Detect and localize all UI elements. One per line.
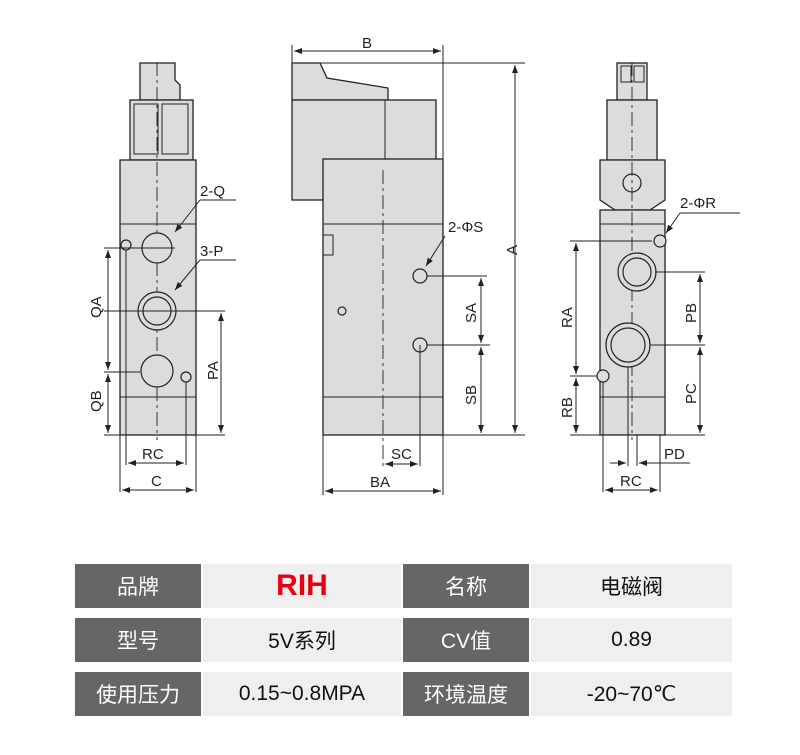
spec-label: 使用压力	[75, 672, 201, 716]
spec-label: 品牌	[75, 564, 201, 608]
label-pd: PD	[664, 446, 685, 463]
label-rc: RC	[142, 446, 164, 463]
label-pb: PB	[683, 303, 700, 323]
valve-dimension-drawing: 2-Q 3-P QA QB PA RC C 2-ΦS B A SA SB SC	[88, 35, 740, 495]
label-2-phi-r: 2-ΦR	[680, 195, 716, 212]
spec-label: CV值	[403, 618, 529, 662]
label-ra: RA	[559, 307, 576, 328]
label-rc-right: RC	[620, 473, 642, 490]
spec-value: 0.15~0.8MPA	[203, 672, 401, 716]
spec-value: 0.89	[531, 618, 732, 662]
label-rb: RB	[559, 397, 576, 418]
brand-text: RIH	[276, 569, 328, 602]
spec-label: 环境温度	[403, 672, 529, 716]
label-pc: PC	[683, 383, 700, 404]
label-a: A	[504, 245, 521, 255]
brand-logo: RIH	[203, 564, 401, 608]
spec-table: 品牌 RIH 名称 电磁阀 型号 5V系列 CV值 0.89 使用压力 0.15…	[73, 554, 734, 726]
label-c: C	[151, 473, 162, 490]
table-row: 品牌 RIH 名称 电磁阀	[75, 564, 732, 608]
left-view: 2-Q 3-P QA QB PA RC C	[88, 62, 236, 493]
table-row: 型号 5V系列 CV值 0.89	[75, 618, 732, 662]
label-b: B	[362, 35, 372, 52]
label-sc: SC	[391, 446, 412, 463]
label-sa: SA	[463, 303, 480, 323]
label-sb: SB	[463, 385, 480, 405]
spec-value: 5V系列	[203, 618, 401, 662]
label-3-p: 3-P	[200, 243, 223, 260]
label-qb: QB	[88, 390, 105, 412]
label-2-phi-s: 2-ΦS	[448, 219, 483, 236]
label-ba: BA	[370, 474, 390, 491]
label-2-q: 2-Q	[200, 183, 225, 200]
spec-value: -20~70℃	[531, 672, 732, 716]
spec-label: 型号	[75, 618, 201, 662]
spec-label: 名称	[403, 564, 529, 608]
spec-value: 电磁阀	[531, 564, 732, 608]
label-pa: PA	[205, 361, 222, 380]
side-view: 2-ΦS B A SA SB SC BA	[291, 35, 525, 495]
label-qa: QA	[88, 296, 105, 318]
table-row: 使用压力 0.15~0.8MPA 环境温度 -20~70℃	[75, 672, 732, 716]
end-view: 2-ΦR RA RB PB PC PD RC	[559, 62, 740, 493]
